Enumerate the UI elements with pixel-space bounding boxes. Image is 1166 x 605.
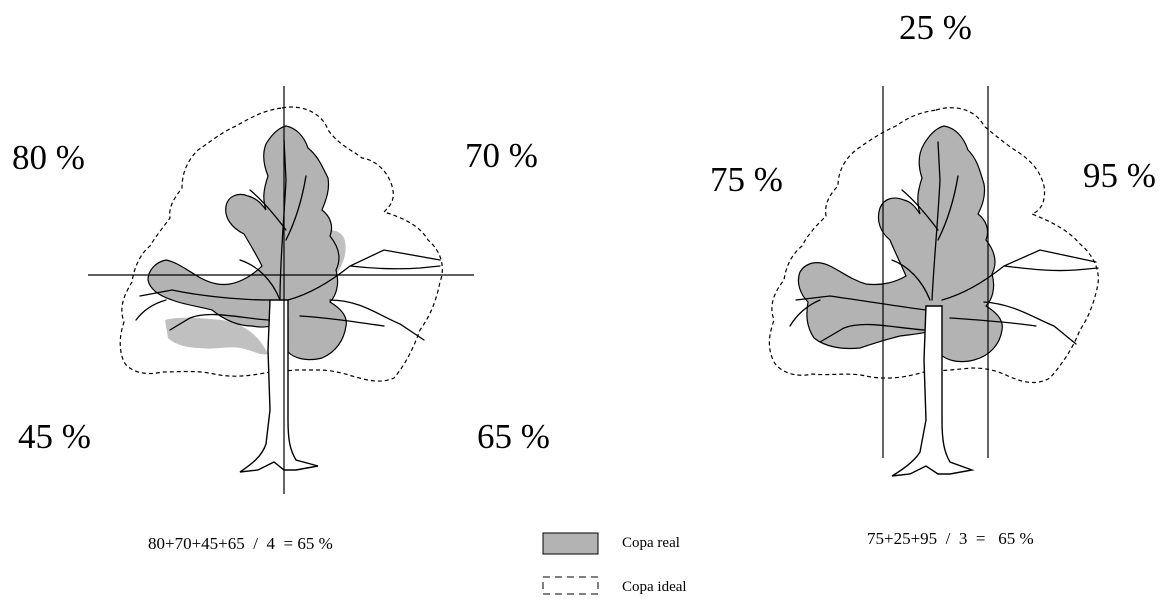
left-ideal-crown [119,106,443,382]
left-bottom-right-percent: 65 % [477,417,550,456]
left-bottom-left-percent: 45 % [18,417,91,456]
right-right-percent: 95 % [1083,156,1156,195]
left-top-right-percent: 70 % [465,136,538,175]
legend-real-label: Copa real [622,535,680,551]
left-tree [88,86,474,494]
left-branches [135,139,441,341]
left-top-left-percent: 80 % [12,138,85,177]
right-branches [789,141,1099,345]
legend-real-swatch [542,532,599,555]
right-tree [768,86,1099,477]
right-formula: 75+25+95 / 3 = 65 % [867,529,1034,548]
right-real-crown [797,125,1003,363]
left-real-crown-shade [165,317,268,355]
left-real-crown [147,125,347,361]
legend-ideal-swatch [542,576,599,595]
right-left-percent: 75 % [710,160,783,199]
right-ideal-crown [768,107,1099,384]
right-center-percent: 25 % [899,8,972,47]
right-trunk [891,305,975,477]
legend-ideal-label: Copa ideal [622,579,687,595]
left-formula: 80+70+45+65 / 4 = 65 % [148,534,333,553]
